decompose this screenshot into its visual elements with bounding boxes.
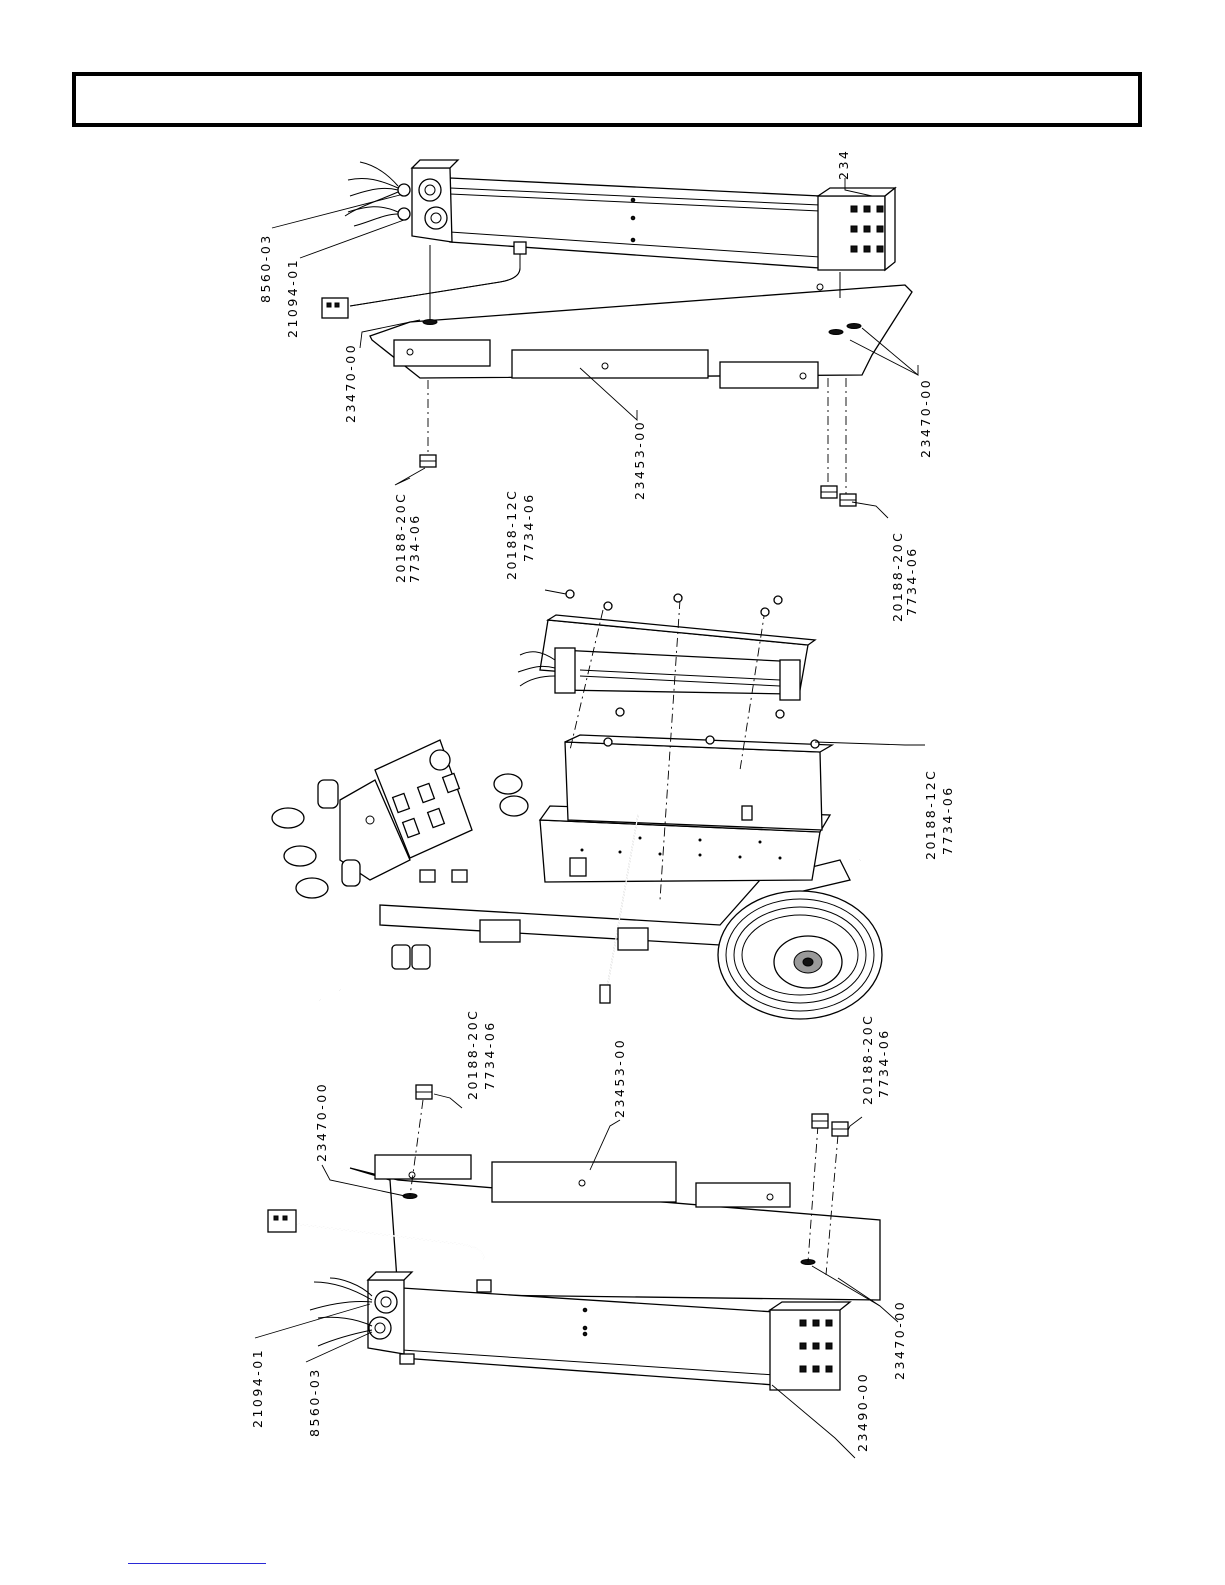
label-234: 234 [836, 149, 851, 180]
gauge [494, 774, 522, 794]
label-23453-00: 23453-00 [612, 1038, 627, 1118]
gauge [500, 796, 528, 816]
bottom-bolt [416, 1085, 432, 1099]
bottom-bracket-tab [696, 1183, 790, 1207]
label-23470-00: 23470-00 [918, 378, 933, 458]
label-23470-00: 23470-00 [343, 343, 358, 423]
regulator [342, 860, 360, 886]
label-8560-03: 8560-03 [258, 233, 273, 303]
label-7734-06: 7734-06 [482, 1020, 497, 1090]
label-8560-03: 8560-03 [307, 1367, 322, 1437]
pressure-washer-machine [272, 590, 925, 1019]
top-grommet [423, 320, 437, 325]
top-heat-exchanger-assembly [272, 160, 918, 518]
top-bracket-tab [394, 340, 490, 366]
top-grommet [829, 330, 843, 335]
top-hose-fitting [514, 242, 526, 254]
footer-link-underline[interactable] [128, 1563, 266, 1564]
bottom-bracket-tab [375, 1155, 471, 1179]
label-20188-20C: 20188-20C [465, 1009, 480, 1100]
top-fitting [419, 179, 441, 201]
top-bolt [821, 486, 837, 498]
top-grommet [847, 324, 861, 329]
top-bolt [420, 455, 436, 467]
gauge [296, 878, 328, 898]
top-sensor-connector [322, 298, 348, 318]
bottom-bracket-tab [492, 1162, 676, 1202]
gauge [284, 846, 316, 866]
bottom-heat-exchanger-assembly [255, 1085, 898, 1458]
label-23453-00: 23453-00 [632, 420, 647, 500]
label-21094-01: 21094-01 [285, 258, 300, 338]
top-bracket-tab [512, 350, 708, 378]
top-bolt [840, 494, 856, 506]
label-20188-20C: 20188-20C [860, 1014, 875, 1105]
label-7734-06: 7734-06 [521, 492, 536, 562]
bottom-bolt [832, 1122, 848, 1136]
wheel [718, 891, 882, 1019]
bottom-sensor-connector [268, 1210, 296, 1232]
upper-housing [565, 742, 822, 830]
label-7734-06: 7734-06 [876, 1028, 891, 1098]
label-23470-00: 23470-00 [314, 1082, 329, 1162]
label-23490-00: 23490-00 [855, 1372, 870, 1452]
top-bracket-tab [720, 362, 818, 388]
top-heat-exchanger-body [450, 178, 820, 268]
label-20188-12C: 20188-12C [504, 489, 519, 580]
bottom-bolt [812, 1114, 828, 1128]
label-20188-12C: 20188-12C [923, 769, 938, 860]
label-20188-20C: 20188-20C [393, 492, 408, 583]
label-20188-20C: 20188-20C [890, 531, 905, 622]
gauge [272, 808, 304, 828]
label-7734-06: 7734-06 [904, 546, 919, 616]
label-7734-06: 7734-06 [407, 513, 422, 583]
top-fitting [425, 207, 447, 229]
label-21094-01: 21094-01 [250, 1348, 265, 1428]
regulator [318, 780, 338, 808]
top-bracket-hole [817, 284, 823, 290]
label-23470-00: 23470-00 [892, 1300, 907, 1380]
label-7734-06: 7734-06 [940, 785, 955, 855]
bottom-heat-exchanger-body [402, 1288, 775, 1385]
